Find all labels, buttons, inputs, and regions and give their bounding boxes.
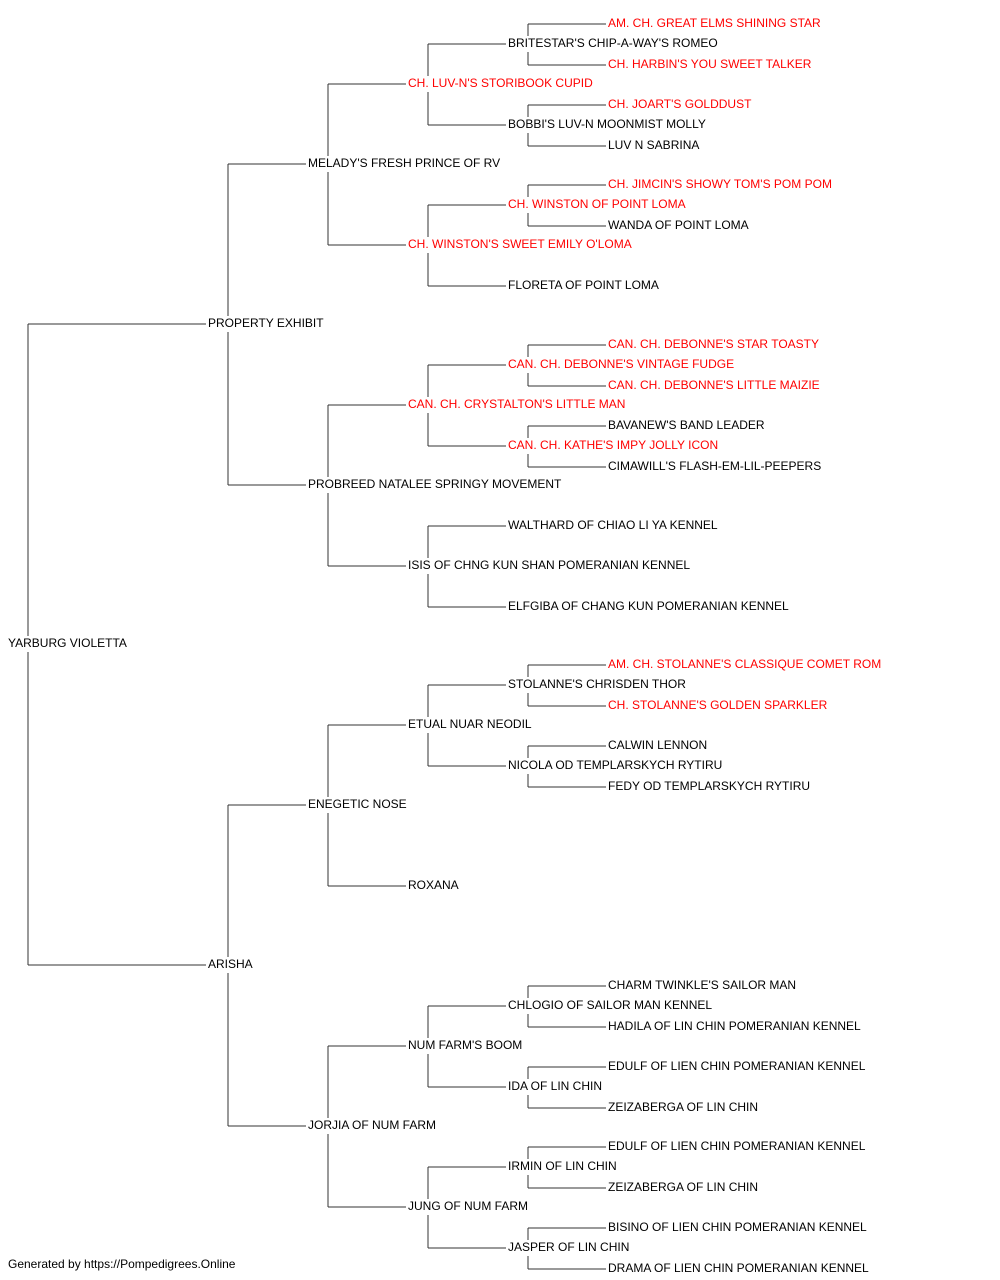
ancestor-name: CH. STOLANNE'S GOLDEN SPARKLER <box>607 698 829 712</box>
ancestor-name: ZEIZABERGA OF LIN CHIN <box>607 1180 760 1194</box>
ancestor-name: FEDY OD TEMPLARSKYCH RYTIRU <box>607 779 812 793</box>
ancestor-name: CH. HARBIN'S YOU SWEET TALKER <box>607 57 813 71</box>
ancestor-name: ISIS OF CHNG KUN SHAN POMERANIAN KENNEL <box>407 558 692 572</box>
ancestor-name: ARISHA <box>207 957 254 971</box>
ancestor-name: ROXANA <box>407 878 460 892</box>
ancestor-name: CH. JIMCIN'S SHOWY TOM'S POM POM <box>607 177 833 191</box>
ancestor-name: CH. WINSTON OF POINT LOMA <box>507 197 687 211</box>
ancestor-name: ELFGIBA OF CHANG KUN POMERANIAN KENNEL <box>507 599 790 613</box>
ancestor-name: NUM FARM'S BOOM <box>407 1038 524 1052</box>
ancestor-name: MELADY'S FRESH PRINCE OF RV <box>307 156 502 170</box>
ancestor-name: FLORETA OF POINT LOMA <box>507 278 660 292</box>
ancestor-name: IRMIN OF LIN CHIN <box>507 1159 618 1173</box>
ancestor-name: WALTHARD OF CHIAO LI YA KENNEL <box>507 518 719 532</box>
ancestor-name: CIMAWILL'S FLASH-EM-LIL-PEEPERS <box>607 459 823 473</box>
ancestor-name: CALWIN LENNON <box>607 738 709 752</box>
ancestor-name: DRAMA OF LIEN CHIN POMERANIAN KENNEL <box>607 1261 870 1275</box>
ancestor-name: IDA OF LIN CHIN <box>507 1079 604 1093</box>
ancestor-name: AM. CH. STOLANNE'S CLASSIQUE COMET ROM <box>607 657 883 671</box>
ancestor-name: EDULF OF LIEN CHIN POMERANIAN KENNEL <box>607 1139 867 1153</box>
ancestor-name: JORJIA OF NUM FARM <box>307 1118 438 1132</box>
ancestor-name: CHARM TWINKLE'S SAILOR MAN <box>607 978 798 992</box>
ancestor-name: STOLANNE'S CHRISDEN THOR <box>507 677 687 691</box>
ancestor-name: CHLOGIO OF SAILOR MAN KENNEL <box>507 998 714 1012</box>
ancestor-name: PROPERTY EXHIBIT <box>207 316 325 330</box>
ancestor-name: BISINO OF LIEN CHIN POMERANIAN KENNEL <box>607 1220 868 1234</box>
ancestor-name: CAN. CH. DEBONNE'S LITTLE MAIZIE <box>607 378 821 392</box>
footer-credit: Generated by https://Pompedigrees.Online <box>8 1257 236 1271</box>
ancestor-name: CAN. CH. DEBONNE'S VINTAGE FUDGE <box>507 357 736 371</box>
ancestor-name: CH. WINSTON'S SWEET EMILY O'LOMA <box>407 237 633 251</box>
ancestor-name: CH. LUV-N'S STORIBOOK CUPID <box>407 76 594 90</box>
ancestor-name: ETUAL NUAR NEODIL <box>407 717 533 731</box>
ancestor-name: ZEIZABERGA OF LIN CHIN <box>607 1100 760 1114</box>
ancestor-name: BAVANEW'S BAND LEADER <box>607 418 766 432</box>
ancestor-name: JUNG OF NUM FARM <box>407 1199 529 1213</box>
ancestor-name: AM. CH. GREAT ELMS SHINING STAR <box>607 16 822 30</box>
ancestor-name: CH. JOART'S GOLDDUST <box>607 97 753 111</box>
ancestor-name: CAN. CH. DEBONNE'S STAR TOASTY <box>607 337 820 351</box>
ancestor-name: PROBREED NATALEE SPRINGY MOVEMENT <box>307 477 563 491</box>
ancestor-name: EDULF OF LIEN CHIN POMERANIAN KENNEL <box>607 1059 867 1073</box>
ancestor-name: ENEGETIC NOSE <box>307 797 408 811</box>
ancestor-name: JASPER OF LIN CHIN <box>507 1240 631 1254</box>
ancestor-name: WANDA OF POINT LOMA <box>607 218 750 232</box>
ancestor-name: BRITESTAR'S CHIP-A-WAY'S ROMEO <box>507 36 719 50</box>
ancestor-name: HADILA OF LIN CHIN POMERANIAN KENNEL <box>607 1019 862 1033</box>
subject-dog-name: YARBURG VIOLETTA <box>7 636 128 650</box>
ancestor-name: CAN. CH. CRYSTALTON'S LITTLE MAN <box>407 397 627 411</box>
ancestor-name: CAN. CH. KATHE'S IMPY JOLLY ICON <box>507 438 720 452</box>
ancestor-name: NICOLA OD TEMPLARSKYCH RYTIRU <box>507 758 724 772</box>
ancestor-name: BOBBI'S LUV-N MOONMIST MOLLY <box>507 117 707 131</box>
ancestor-name: LUV N SABRINA <box>607 138 701 152</box>
